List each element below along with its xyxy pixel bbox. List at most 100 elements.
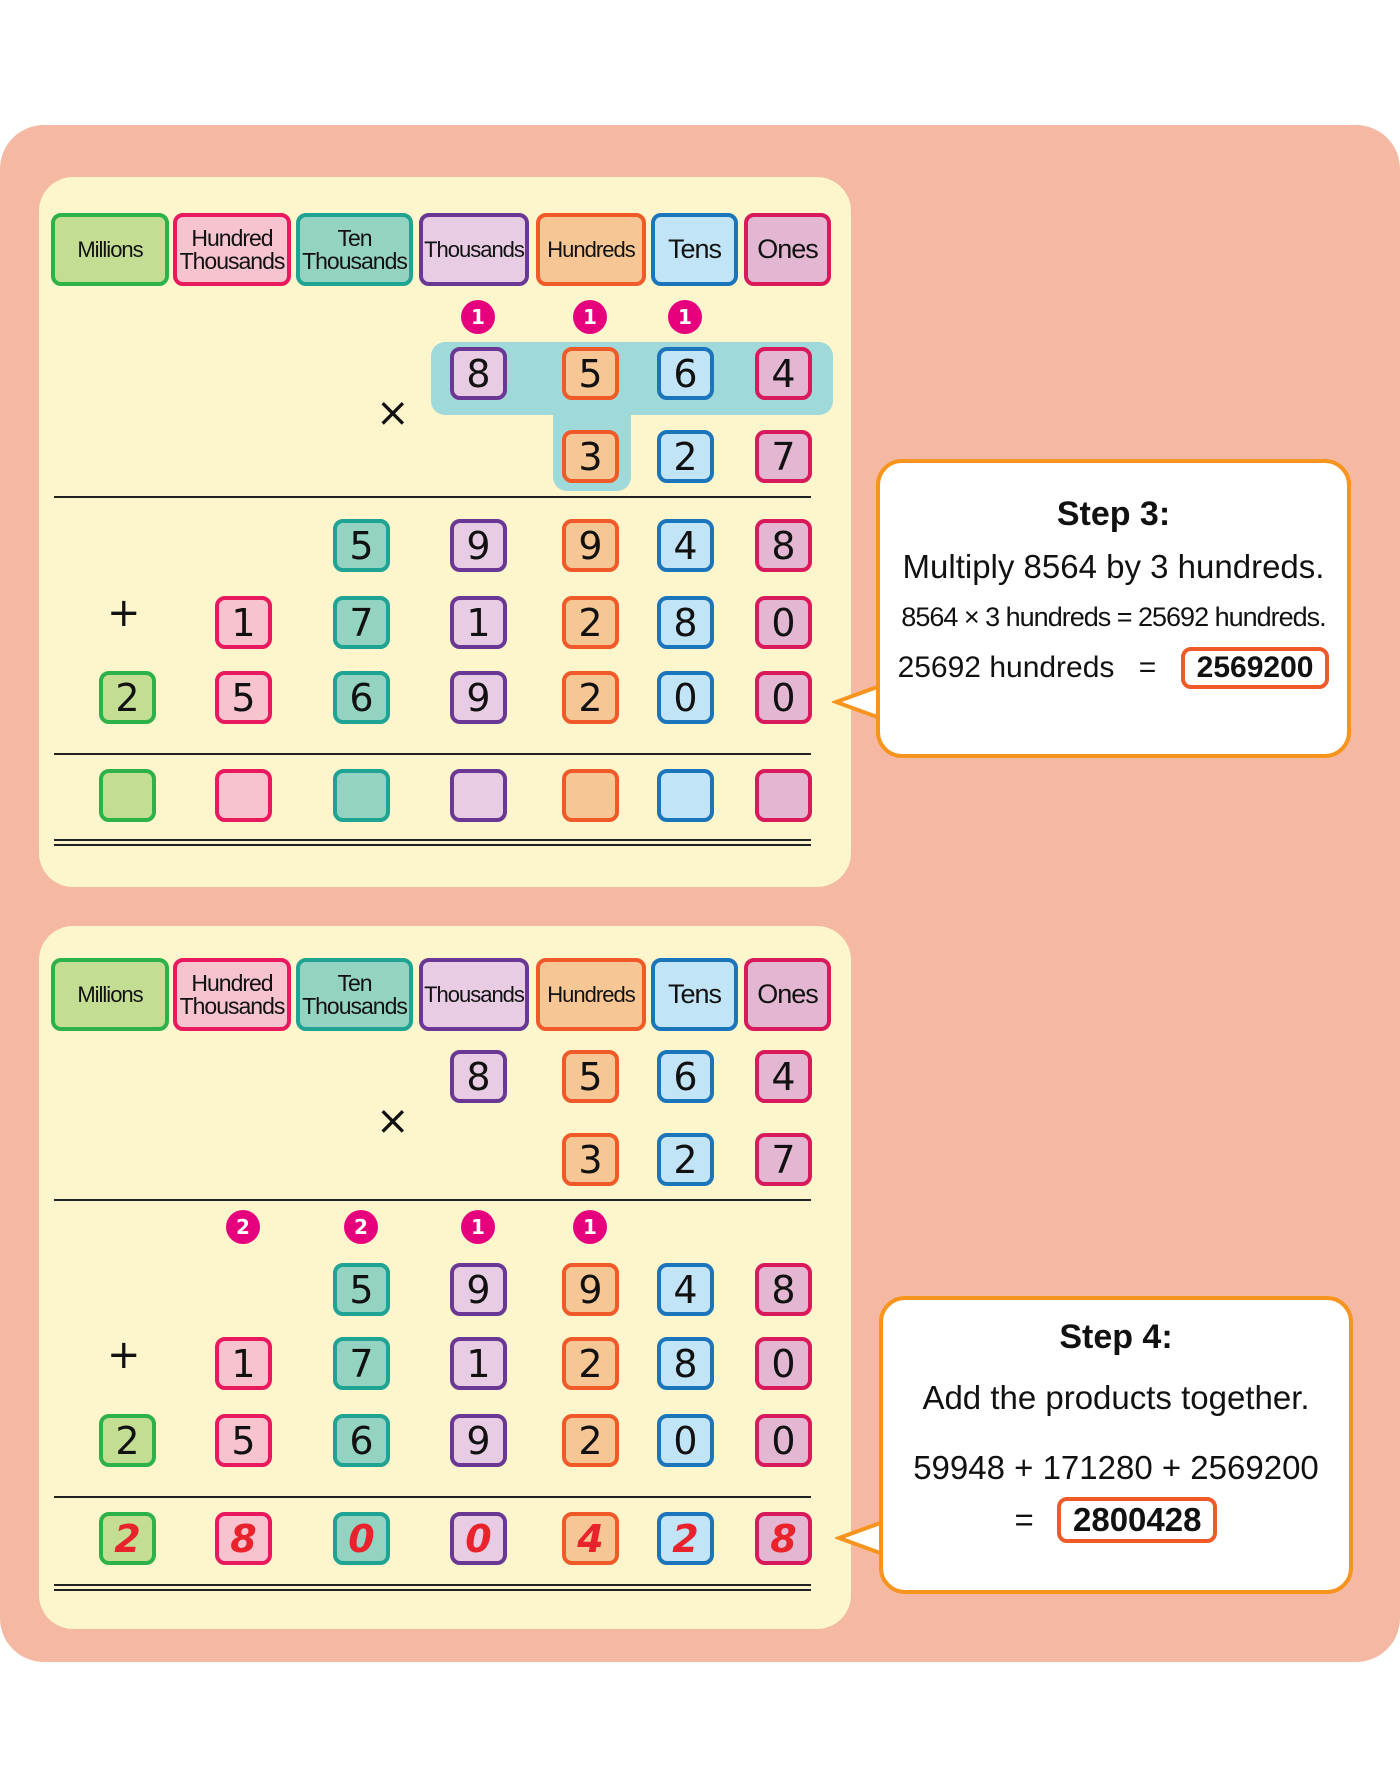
column-header-thousands: Thousands (419, 958, 529, 1031)
step4-line1: Add the products together. (922, 1379, 1310, 1416)
multiplicand-digit: 5 (562, 1050, 619, 1103)
partial-product-digit: 2 (562, 1337, 619, 1390)
multiplicand-digit: 8 (450, 347, 507, 400)
result-digit: 0 (333, 1512, 390, 1565)
partial-product-digit: 7 (333, 596, 390, 649)
equals-sign: = (1014, 1501, 1034, 1538)
partial-product-digit: 9 (450, 519, 507, 572)
divider-line (54, 1496, 811, 1498)
times-sign: × (376, 390, 410, 436)
partial-product-digit: 2 (562, 1414, 619, 1467)
result-digit (562, 769, 619, 822)
multiplier-digit: 3 (562, 430, 619, 483)
step4-callout: Step 4: Add the products together. 59948… (879, 1296, 1353, 1594)
partial-product-digit: 0 (755, 671, 812, 724)
step4-answer: 2800428 (1056, 1497, 1218, 1543)
multiplicand-digit: 8 (450, 1050, 507, 1103)
partial-product-digit: 0 (657, 1414, 714, 1467)
step3-answer: 2569200 (1180, 647, 1330, 689)
partial-product-digit: 9 (562, 519, 619, 572)
double-line (54, 839, 811, 841)
column-header-hundred-thousands: Hundred Thousands (173, 213, 291, 286)
multiplier-digit: 2 (657, 1133, 714, 1186)
multiplicand-digit: 4 (755, 1050, 812, 1103)
partial-product-digit: 9 (450, 671, 507, 724)
partial-product-digit: 0 (657, 671, 714, 724)
result-digit (657, 769, 714, 822)
partial-product-digit: 1 (450, 1337, 507, 1390)
callout-tail (832, 684, 880, 720)
carry-badge: 2 (344, 1210, 378, 1244)
result-digit: 0 (450, 1512, 507, 1565)
divider-line (54, 753, 811, 755)
result-digit (215, 769, 272, 822)
divider-line (54, 1199, 811, 1201)
partial-product-digit: 4 (657, 519, 714, 572)
partial-product-digit: 6 (333, 1414, 390, 1467)
partial-product-digit: 8 (755, 1263, 812, 1316)
result-digit: 2 (99, 1512, 156, 1565)
column-header-ten-thousands: Ten Thousands (296, 958, 413, 1031)
partial-product-digit: 5 (333, 519, 390, 572)
partial-product-digit: 2 (562, 671, 619, 724)
plus-sign: + (107, 590, 141, 636)
step4-line2: 59948 + 171280 + 2569200 (913, 1449, 1319, 1486)
partial-product-digit: 5 (215, 1414, 272, 1467)
partial-product-digit: 2 (562, 596, 619, 649)
partial-product-digit: 9 (450, 1414, 507, 1467)
place-value-panel-step3 (39, 177, 851, 887)
multiplicand-digit: 6 (657, 1050, 714, 1103)
step3-title: Step 3: (1056, 495, 1171, 533)
partial-product-digit: 9 (562, 1263, 619, 1316)
column-header-hundreds: Hundreds (536, 213, 646, 286)
partial-product-digit: 1 (215, 1337, 272, 1390)
partial-product-digit: 1 (215, 596, 272, 649)
multiplier-digit: 3 (562, 1133, 619, 1186)
column-header-hundred-thousands: Hundred Thousands (173, 958, 291, 1031)
step3-callout: Step 3: Multiply 8564 by 3 hundreds. 856… (876, 459, 1351, 758)
partial-product-digit: 2 (99, 671, 156, 724)
result-digit: 2 (657, 1512, 714, 1565)
multiplicand-digit: 6 (657, 347, 714, 400)
carry-badge: 1 (573, 1210, 607, 1244)
callout-tail (835, 1520, 883, 1556)
column-header-hundreds: Hundreds (536, 958, 646, 1031)
column-header-ones: Ones (744, 958, 831, 1031)
partial-product-digit: 0 (755, 596, 812, 649)
equals-sign: = (1138, 651, 1157, 684)
result-digit (99, 769, 156, 822)
place-value-panel-step4 (39, 926, 851, 1629)
partial-product-digit: 5 (215, 671, 272, 724)
double-line (54, 1589, 811, 1591)
result-digit: 8 (755, 1512, 812, 1565)
partial-product-digit: 5 (333, 1263, 390, 1316)
double-line (54, 844, 811, 846)
partial-product-digit: 9 (450, 1263, 507, 1316)
column-header-millions: Millions (51, 958, 169, 1031)
column-header-millions: Millions (51, 213, 169, 286)
partial-product-digit: 8 (755, 519, 812, 572)
carry-badge: 1 (573, 300, 607, 334)
column-header-ten-thousands: Ten Thousands (296, 213, 413, 286)
times-sign: × (376, 1098, 410, 1144)
partial-product-digit: 8 (657, 1337, 714, 1390)
step3-line1: Multiply 8564 by 3 hundreds. (902, 548, 1325, 585)
partial-product-digit: 1 (450, 596, 507, 649)
carry-badge: 1 (461, 1210, 495, 1244)
column-header-thousands: Thousands (419, 213, 529, 286)
multiplier-digit: 7 (755, 430, 812, 483)
column-header-tens: Tens (651, 213, 738, 286)
plus-sign: + (107, 1332, 141, 1378)
double-line (54, 1584, 811, 1586)
step3-line3: 25692 hundreds (897, 651, 1115, 684)
column-header-ones: Ones (744, 213, 831, 286)
result-digit (450, 769, 507, 822)
partial-product-digit: 6 (333, 671, 390, 724)
result-digit: 8 (215, 1512, 272, 1565)
partial-product-digit: 0 (755, 1414, 812, 1467)
multiplier-digit: 7 (755, 1133, 812, 1186)
result-digit (755, 769, 812, 822)
multiplier-digit: 2 (657, 430, 714, 483)
multiplicand-digit: 4 (755, 347, 812, 400)
